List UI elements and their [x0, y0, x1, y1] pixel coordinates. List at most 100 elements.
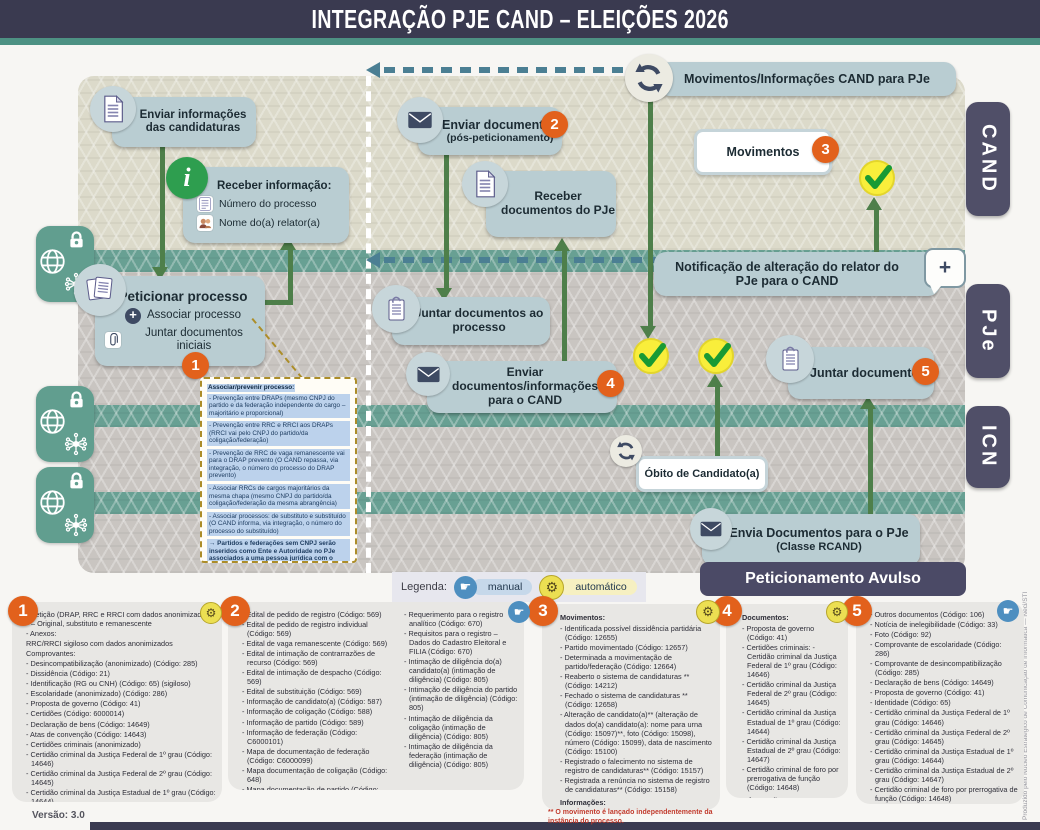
- box-label: Óbito de Candidato(a): [644, 468, 760, 480]
- list-badge-1: 1: [8, 596, 38, 626]
- envelope-icon: [690, 508, 732, 550]
- arrow-enviarcand-to-receberdocs: [562, 247, 567, 364]
- list-item: - Intimação de diligência do partido (in…: [404, 685, 518, 713]
- list-item: - Requisitos para o registro – Dados do …: [404, 629, 507, 657]
- gear-icon: ⚙: [200, 602, 222, 624]
- list-5-outros: - Outros documentos (Código: 106)- Notíc…: [856, 602, 1024, 804]
- list-item: - Petição (DRAP, RRC e RRCI com dados an…: [26, 610, 212, 629]
- list-item: - Certidões (Código: 6000014): [26, 709, 125, 719]
- document-icon: [462, 161, 508, 207]
- list-3-items-2: - Atualização da prioridade eleito(a)/nã…: [560, 809, 714, 810]
- tab-cand-label: CAND: [977, 124, 1000, 194]
- list-2-col2: - Requerimento para o registro analítico…: [404, 610, 518, 790]
- lock-icon: [66, 229, 87, 255]
- list-3-items: - Identificada possível dissidência part…: [560, 624, 714, 794]
- row-label: Associar processo: [147, 308, 241, 321]
- arrowhead: [866, 197, 882, 210]
- tab-pje-label: PJe: [977, 308, 1000, 354]
- header-bar: INTEGRAÇÃO PJE CAND – ELEIÇÕES 2026: [0, 0, 1040, 38]
- network-icon: [64, 432, 88, 461]
- globe-icon: [39, 489, 66, 521]
- box-title: Peticionar processo: [118, 289, 248, 305]
- lock-icon: [66, 470, 87, 496]
- list-item: - Certidão criminal da Justiça Estadual …: [870, 746, 1014, 765]
- list-item: - Reaberto o sistema de candidaturas ** …: [560, 672, 690, 691]
- list-item: - Informação de coligação (Código: 588): [242, 707, 373, 717]
- list-3-heading-2: Informações:: [560, 797, 606, 807]
- paperclip-document-icon: [766, 335, 814, 383]
- dashed-arrow-mid: [384, 257, 656, 263]
- paperclip-icon: [105, 331, 121, 348]
- list-2-editais: - Edital de pedido de registro (Código: …: [228, 602, 524, 790]
- list-item: - Registrada a renúncia no sistema de re…: [560, 775, 710, 794]
- header-accent-strip: [0, 38, 1040, 45]
- manual-hand-icon: ☛: [997, 600, 1019, 622]
- list-item: - Mapa de documentação de federação (Cód…: [242, 746, 370, 765]
- list-item: - Intimação de diligência da federação (…: [404, 741, 493, 769]
- list-item: - Certidões criminais: - Certidão crimin…: [742, 643, 837, 680]
- list-item: - Certidão criminal da Justiça Federal d…: [742, 680, 837, 708]
- box-cand-para-pje: Movimentos/Informações CAND para PJe: [658, 62, 956, 96]
- list-item: - Associar RRCs de cargos majoritários d…: [207, 484, 350, 509]
- list-item: - Comprovante de escolaridade (Código: 2…: [870, 640, 1002, 659]
- badge-5: 5: [912, 358, 939, 385]
- arrow-notificacao-up: [874, 206, 879, 254]
- bar-label: Peticionamento Avulso: [745, 570, 921, 587]
- box-label: Enviar documentos/informações para o CAN…: [452, 365, 599, 407]
- list-item: - Certidão criminal da Justiça Federal d…: [870, 727, 1010, 746]
- note-footnote: → Partidos e federações sem CNPJ serão i…: [207, 539, 350, 561]
- list-badge-2: 2: [220, 596, 250, 626]
- box-sublabel: (Classe RCAND): [776, 540, 862, 553]
- list-item: - Certidão criminal da Justiça Estadual …: [26, 787, 216, 802]
- list-1-peticao: - Petição (DRAP, RRC e RRCI com dados an…: [12, 602, 222, 802]
- list-item: - Registrado o falecimento no sistema de…: [560, 756, 704, 775]
- list-item: - Edital de intimação de contrarrazões d…: [242, 649, 376, 668]
- box-title: Receber informação:: [217, 179, 332, 192]
- list-item: - Informação de partido (Código: 589): [242, 717, 364, 727]
- list-1-items: - Petição (DRAP, RRC e RRCI com dados an…: [26, 610, 216, 802]
- box-envia-docs-pje: Envia Documentos para o PJe (Classe RCAN…: [702, 514, 920, 566]
- dashed-arrow-mid-head: [366, 252, 380, 268]
- list-3-footnote: ** O movimento é lançado independentemen…: [548, 809, 713, 826]
- list-item: - Identificação (RG ou CNH) (Código: 65)…: [26, 679, 191, 689]
- list-item: - Atas de convenção (Código: 14643): [26, 729, 147, 739]
- list-item: - Declaração de bens (Código: 14649): [870, 678, 994, 688]
- tab-cand: CAND: [966, 102, 1010, 216]
- page-title: INTEGRAÇÃO PJE CAND – ELEIÇÕES 2026: [311, 3, 729, 34]
- envelope-icon: [406, 352, 450, 396]
- list-item: - Declaração de bens (Código: 14649): [26, 719, 150, 729]
- version-label: Versão: 3.0: [32, 810, 85, 821]
- box-enviar-para-cand: Enviar documentos/informações para o CAN…: [427, 361, 617, 413]
- list-item: - Intimação de diligência do(a) candidat…: [404, 657, 502, 685]
- list-item: - Foto (Código: 92): [870, 630, 932, 640]
- row-label: Juntar documentos iniciais: [145, 326, 243, 352]
- list-item: - Certidões criminais (anonimizado): [26, 739, 141, 749]
- dashed-arrow-top-head: [366, 62, 380, 78]
- box-label: Enviar documentos: [442, 117, 558, 132]
- list-item: - Determinada a movimentação de partido/…: [560, 653, 677, 672]
- footer-bar: [90, 822, 1040, 830]
- list-item: - Prevenção entre DRAPs (mesmo CNPJ do p…: [207, 393, 350, 419]
- list-item: - Certidão criminal de foro por prerroga…: [742, 764, 839, 792]
- box-notificacao-relator: Notificação de alteração do relator do P…: [654, 252, 940, 296]
- list-item: - Comprovante de desincompatibilização (…: [870, 659, 1002, 678]
- note-associar-prevenir: Associar/prevenir processo: - Prevenção …: [200, 377, 357, 563]
- list-item: - Anexos:: [26, 629, 57, 639]
- box-receber-informacao: Receber informação: Número do processo N…: [183, 167, 349, 243]
- peticionar-row-1: + Associar processo: [125, 307, 241, 324]
- plus-circle-icon: +: [125, 307, 142, 324]
- list-item: - Proposta de governo (Código: 41): [742, 624, 815, 643]
- list-item: - Prevenção entre RRC e RRCI aos DRAPs (…: [207, 421, 350, 446]
- document-mini-icon: [197, 196, 213, 213]
- list-item: - Associar processos: de substituto e su…: [207, 511, 350, 537]
- note-title: Associar/prevenir processo:: [207, 384, 296, 392]
- list-item: - Informação de candidato(a) (Código: 58…: [242, 697, 382, 707]
- list-item: - Partido movimentado (Código: 12657): [560, 643, 688, 653]
- arrowhead: [640, 326, 656, 339]
- peticionamento-avulso-bar: Peticionamento Avulso: [700, 562, 966, 596]
- sync-icon: [625, 54, 673, 102]
- globe-icon: [39, 408, 66, 440]
- box-movimentos: Movimentos: [694, 129, 832, 175]
- gear-icon: ⚙: [826, 601, 848, 623]
- list-item: - Edital de pedido de registro (Código: …: [242, 610, 382, 619]
